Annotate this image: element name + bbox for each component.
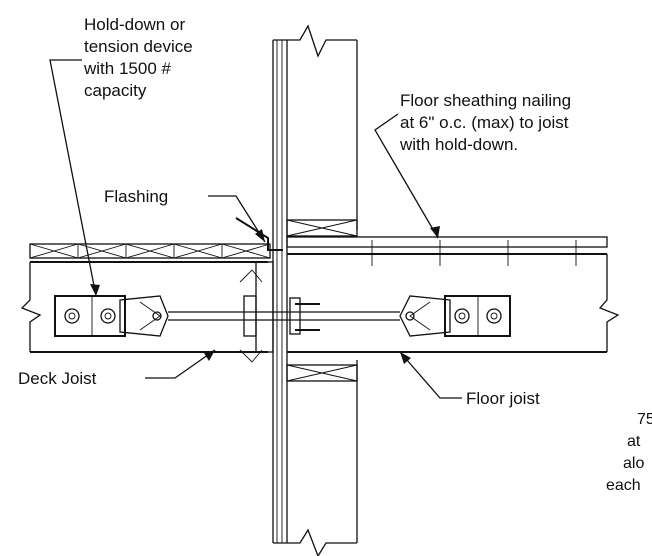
wall-assembly: [272, 24, 358, 556]
label-floor-joist: Floor joist: [466, 389, 540, 408]
hold-down-line-2: tension device: [84, 37, 193, 56]
label-deck-joist: Deck Joist: [18, 369, 97, 388]
label-flashing: Flashing: [104, 187, 168, 206]
leader-lines: [49, 59, 462, 399]
sheathing-line-3: with hold-down.: [399, 135, 518, 154]
cut-note-line-4: each: [606, 477, 641, 494]
label-cut-note: 75 at alo each: [606, 411, 652, 494]
hold-down-line-3: with 1500 #: [83, 59, 171, 78]
hold-down-right: [399, 295, 511, 337]
deck-joist: [20, 243, 274, 353]
sheathing-line-2: at 6" o.c. (max) to joist: [400, 113, 569, 132]
hold-down-left: [54, 295, 169, 337]
cut-note-line-2: at: [627, 433, 641, 450]
sheathing-line-1: Floor sheathing nailing: [400, 91, 571, 110]
cut-note-line-1: 75: [637, 411, 652, 428]
hold-down-line-4: capacity: [84, 81, 147, 100]
cut-note-line-3: alo: [623, 455, 644, 472]
label-hold-down: Hold-down or tension device with 1500 # …: [83, 15, 193, 100]
floor-joist: [286, 236, 620, 353]
threaded-rod: [168, 269, 400, 363]
flashing-detail: [235, 217, 283, 251]
hold-down-line-1: Hold-down or: [84, 15, 185, 34]
label-floor-sheathing: Floor sheathing nailing at 6" o.c. (max)…: [399, 91, 571, 154]
